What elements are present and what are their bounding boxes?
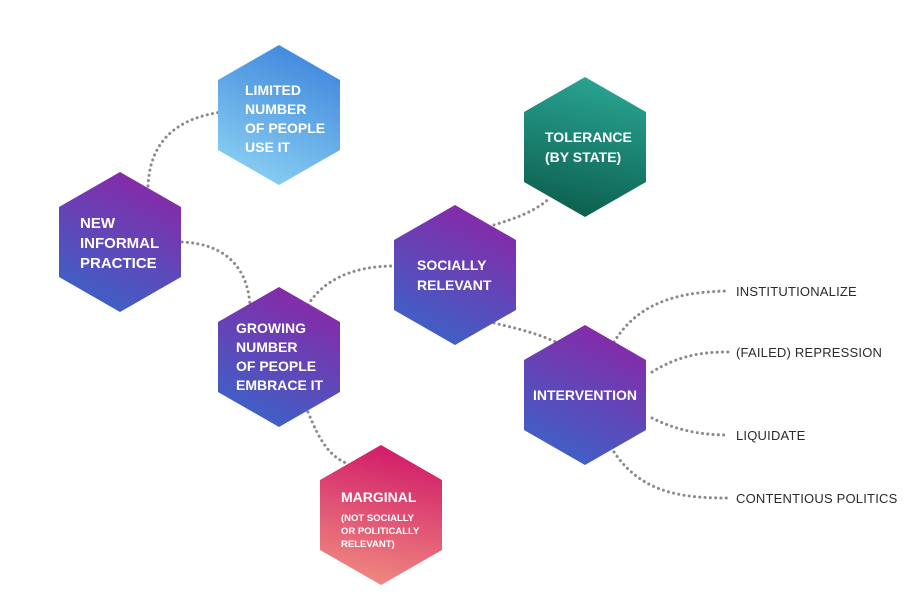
connector-socially-to-tolerance bbox=[492, 196, 552, 227]
hexagon-shape bbox=[524, 77, 646, 217]
hexagon-shape bbox=[218, 45, 340, 185]
connectors bbox=[146, 110, 730, 500]
outcome-institutionalize: INSTITUTIONALIZE bbox=[736, 284, 857, 299]
node-label: TOLERANCE (BY STATE) bbox=[545, 129, 636, 165]
hexagon-shape bbox=[394, 205, 516, 345]
outcome-failed-repression: (FAILED) REPRESSION bbox=[736, 345, 882, 360]
connector-to-repression bbox=[650, 350, 730, 374]
node-label: SOCIALLY RELEVANT bbox=[417, 257, 492, 293]
node-label: NEW INFORMAL PRACTICE bbox=[80, 215, 163, 272]
node-label: GROWING NUMBER OF PEOPLE EMBRACE IT bbox=[236, 320, 324, 393]
outcome-liquidate: LIQUIDATE bbox=[736, 428, 806, 443]
hexagon-shape bbox=[524, 325, 646, 465]
hexagon-shape bbox=[320, 445, 442, 585]
outcome-labels: INSTITUTIONALIZE (FAILED) REPRESSION LIQ… bbox=[736, 284, 898, 506]
connector-new-to-growing bbox=[180, 240, 252, 308]
connector-new-to-limited bbox=[146, 110, 224, 188]
connector-socially-to-intervention bbox=[492, 321, 560, 345]
node-label: MARGINAL bbox=[341, 489, 417, 505]
node-sublabel: (NOT SOCIALLY OR POLITICALLY RELEVANT) bbox=[341, 513, 422, 550]
node-label: LIMITED NUMBER OF PEOPLE USE IT bbox=[245, 82, 329, 155]
connector-to-contentious-politics bbox=[612, 450, 730, 500]
node-new-informal-practice: NEW INFORMAL PRACTICE bbox=[59, 172, 181, 312]
node-limited-number: LIMITED NUMBER OF PEOPLE USE IT bbox=[218, 45, 340, 185]
outcome-contentious-politics: CONTENTIOUS POLITICS bbox=[736, 491, 898, 506]
node-intervention: INTERVENTION bbox=[524, 325, 646, 465]
node-growing-number: GROWING NUMBER OF PEOPLE EMBRACE IT bbox=[218, 287, 340, 427]
connector-to-liquidate bbox=[650, 416, 730, 437]
connector-growing-to-marginal bbox=[306, 410, 348, 465]
node-tolerance: TOLERANCE (BY STATE) bbox=[524, 77, 646, 217]
node-marginal: MARGINAL (NOT SOCIALLY OR POLITICALLY RE… bbox=[320, 445, 442, 585]
hexagon-shape bbox=[59, 172, 181, 312]
connector-growing-to-socially bbox=[306, 264, 396, 307]
hexagon-shape bbox=[218, 287, 340, 427]
node-socially-relevant: SOCIALLY RELEVANT bbox=[394, 205, 516, 345]
connector-to-institutionalize bbox=[612, 289, 730, 344]
node-label: INTERVENTION bbox=[533, 387, 637, 403]
